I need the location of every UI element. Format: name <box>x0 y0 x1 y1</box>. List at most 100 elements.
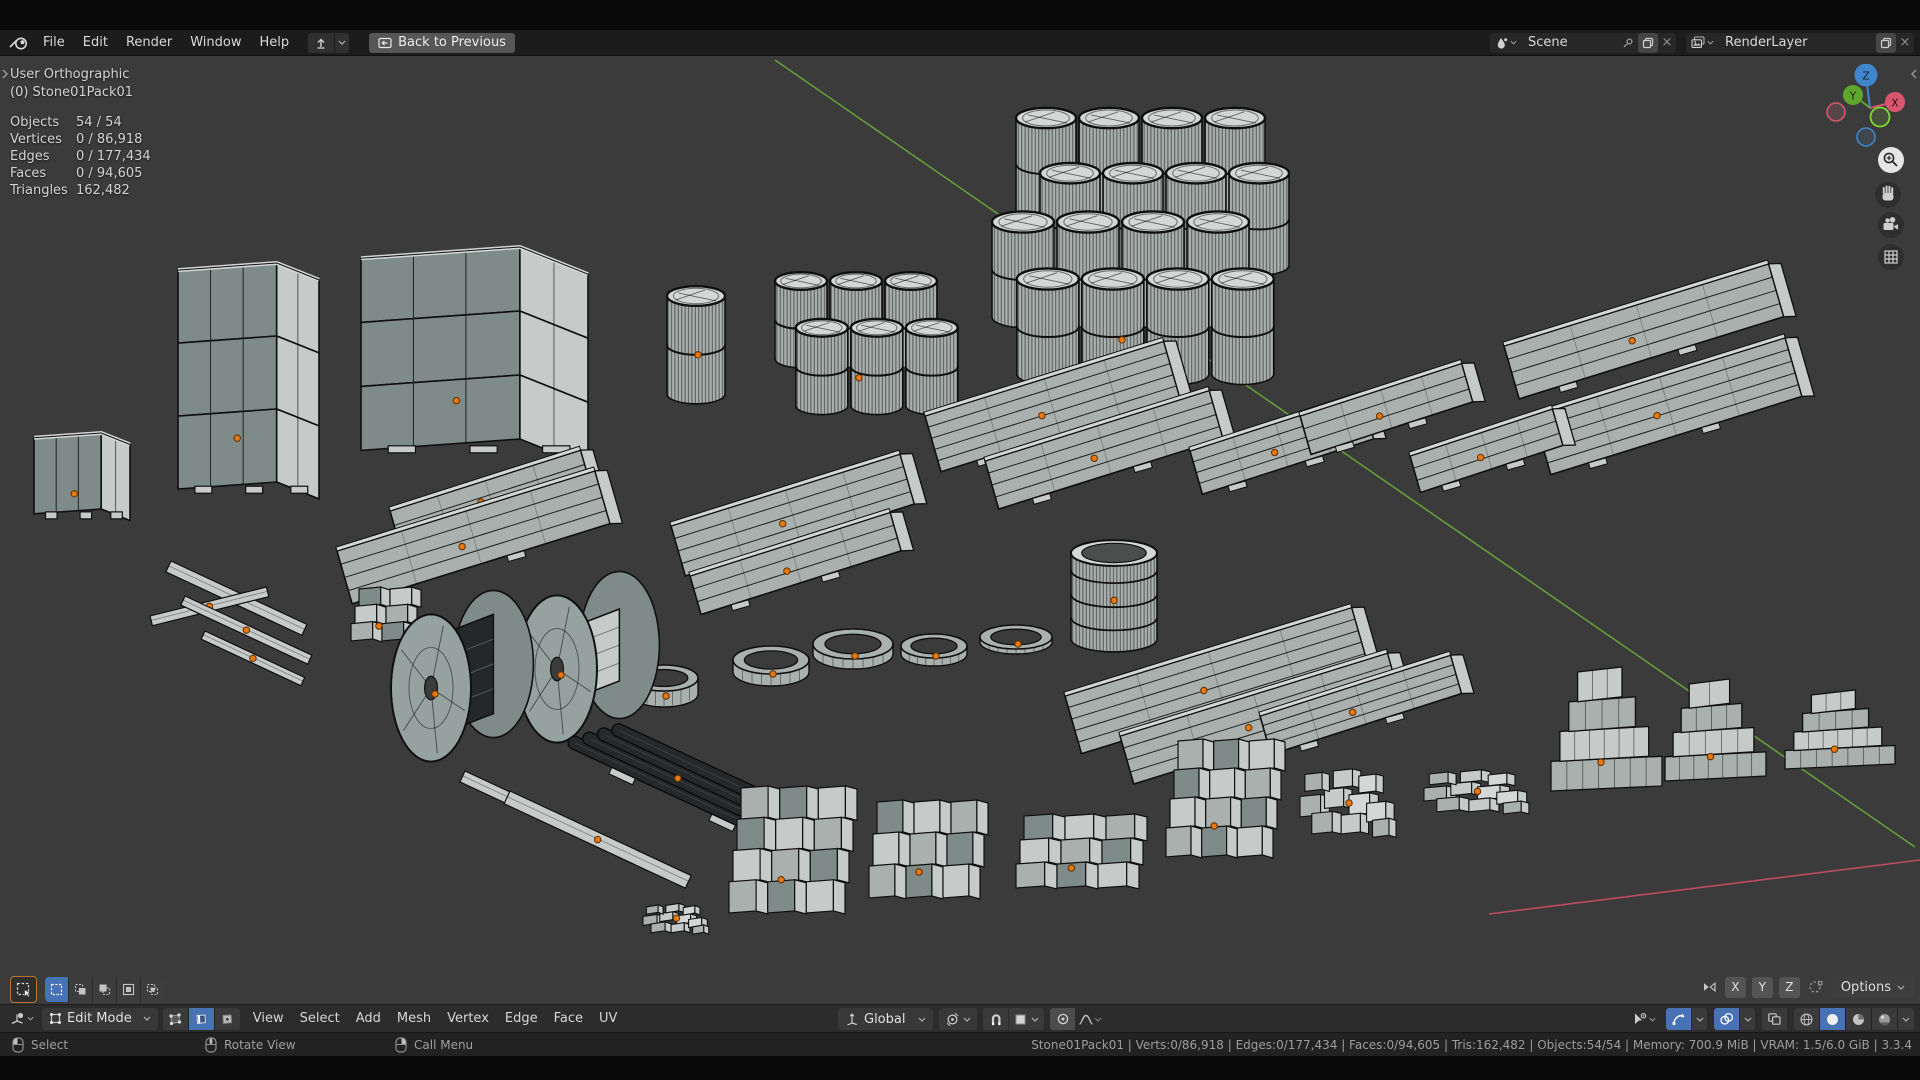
perspective-toggle-button[interactable] <box>1878 244 1904 270</box>
scene-object-ring[interactable] <box>900 633 968 667</box>
scene-object-ring[interactable] <box>812 628 894 670</box>
view-layer-new-button[interactable] <box>1876 32 1896 53</box>
scene-object-plankstack[interactable] <box>1501 257 1798 404</box>
scene-object-barrelgroup[interactable] <box>990 210 1276 386</box>
gizmo-y-axis[interactable] <box>1843 85 1863 105</box>
topology-mirror-icon[interactable] <box>1806 977 1826 998</box>
gizmo-z-axis[interactable] <box>1854 64 1878 87</box>
topbar-menu-render[interactable]: Render <box>125 35 173 50</box>
scene-object-spool[interactable] <box>390 589 535 763</box>
scene-object-brickpile[interactable] <box>1423 769 1530 815</box>
snap-target-dropdown[interactable] <box>1009 1008 1045 1030</box>
scene-object-brickstack[interactable] <box>350 586 422 643</box>
scene-object-brickstack[interactable] <box>1165 738 1286 859</box>
header-menu-edge[interactable]: Edge <box>504 1011 538 1026</box>
shading-rendered-button[interactable] <box>1872 1008 1897 1030</box>
gizmo-x-axis[interactable] <box>1885 92 1905 112</box>
scene-object-beam[interactable] <box>179 595 313 666</box>
topbar-menu-edit[interactable]: Edit <box>82 35 108 50</box>
header-menu-view[interactable]: View <box>252 1011 284 1026</box>
scene-object-spool[interactable] <box>516 570 661 744</box>
blender-logo-icon[interactable] <box>8 35 30 51</box>
view-layer-remove-button[interactable]: × <box>1899 35 1911 50</box>
proportional-falloff-dropdown[interactable] <box>1076 1008 1104 1030</box>
scene-object-cratestack[interactable] <box>177 260 320 501</box>
scene-unlink-button[interactable]: × <box>1661 35 1673 50</box>
scene-object-pyramid[interactable] <box>1550 666 1663 792</box>
scene-object-pyramid[interactable] <box>1784 689 1896 770</box>
vertex-select-button[interactable] <box>162 1007 188 1030</box>
back-to-previous-button[interactable]: Back to Previous <box>369 32 515 53</box>
shading-dropdown[interactable] <box>1898 1008 1914 1030</box>
scene-new-button[interactable] <box>1638 32 1658 53</box>
scene-name[interactable]: Scene <box>1528 35 1568 50</box>
options-dropdown[interactable]: Options <box>1831 976 1914 998</box>
select-set-button[interactable] <box>45 977 68 1002</box>
maximize-dropdown[interactable] <box>334 32 350 53</box>
axis-gizmo[interactable]: Z Y X <box>1826 64 1905 147</box>
select-intersect-button[interactable] <box>141 977 164 1002</box>
face-select-button[interactable] <box>214 1007 240 1030</box>
scene-object-ring[interactable] <box>732 645 810 687</box>
gizmo-minus-x-axis[interactable] <box>1826 102 1846 122</box>
scene-object-barrel[interactable] <box>665 284 727 405</box>
proportional-edit-toggle[interactable] <box>1050 1008 1076 1030</box>
object-visibility-dropdown[interactable] <box>1629 1012 1659 1027</box>
view-layer-browse-button[interactable] <box>1686 36 1717 49</box>
header-menu-face[interactable]: Face <box>553 1011 584 1026</box>
scene-object-plankstack[interactable] <box>1062 600 1383 758</box>
gizmos-dropdown[interactable] <box>1692 1008 1707 1030</box>
toolbar-expand-arrow[interactable] <box>1 68 9 84</box>
shading-material-button[interactable] <box>1846 1008 1871 1030</box>
header-menu-add[interactable]: Add <box>355 1011 381 1026</box>
editor-maximize-button[interactable] <box>308 32 335 53</box>
scene-object-ring[interactable] <box>979 624 1053 655</box>
select-box-tool-button[interactable] <box>10 976 37 1003</box>
show-gizmos-toggle[interactable] <box>1666 1008 1691 1030</box>
snap-toggle-button[interactable] <box>983 1008 1009 1030</box>
select-subtract-button[interactable] <box>93 977 116 1002</box>
scene-object-pipepile[interactable] <box>563 707 793 850</box>
scene-object-cratestack[interactable] <box>33 430 131 522</box>
select-extend-button[interactable] <box>69 977 92 1002</box>
camera-view-button[interactable] <box>1878 212 1904 238</box>
select-invert-button[interactable] <box>117 977 140 1002</box>
scene-pin-button[interactable] <box>1618 33 1638 53</box>
scene-object-brickpile[interactable] <box>1299 768 1397 839</box>
scene-object-barrelgroup[interactable] <box>773 270 959 416</box>
header-menu-vertex[interactable]: Vertex <box>447 1011 489 1026</box>
scene-object-cyltower[interactable] <box>1070 539 1158 653</box>
zoom-view-button[interactable] <box>1878 147 1904 173</box>
scene-object-plankstack[interactable] <box>1297 356 1487 459</box>
navigation-gizmo[interactable]: Z Y X <box>1798 64 1910 276</box>
scene-object-plankstack[interactable] <box>1407 402 1577 498</box>
scene-object-plankstack[interactable] <box>1531 331 1816 480</box>
scene-object-plankstack[interactable] <box>334 464 624 609</box>
scene-object-beam[interactable] <box>503 790 693 890</box>
shading-wireframe-button[interactable] <box>1794 1008 1819 1030</box>
viewport-3d[interactable]: User Orthographic (0) Stone01Pack01 Obje… <box>0 56 1920 1004</box>
editor-type-button[interactable] <box>6 1010 37 1027</box>
mirror-x-button[interactable]: X <box>1724 976 1746 998</box>
scene-object-brickstack[interactable] <box>868 799 989 900</box>
scene-object-pyramid[interactable] <box>1664 678 1767 782</box>
topbar-menu-file[interactable]: File <box>43 35 65 50</box>
header-menu-uv[interactable]: UV <box>599 1011 618 1026</box>
header-menu-select[interactable]: Select <box>299 1011 340 1026</box>
edge-select-button[interactable] <box>188 1007 214 1030</box>
scene-object-plankstack[interactable] <box>1257 648 1476 759</box>
pan-view-button[interactable] <box>1875 182 1901 208</box>
scene-object-plankstack[interactable] <box>687 505 916 619</box>
viewport-canvas[interactable] <box>0 56 1920 1004</box>
scene-object-brickstack[interactable] <box>728 785 858 915</box>
mode-dropdown[interactable]: Edit Mode <box>42 1007 158 1030</box>
mirror-z-button[interactable]: Z <box>1778 976 1800 998</box>
scene-browse-button[interactable] <box>1490 36 1520 50</box>
show-overlays-toggle[interactable] <box>1714 1008 1739 1030</box>
mirror-y-button[interactable]: Y <box>1751 976 1773 998</box>
scene-object-cratestack[interactable] <box>360 244 589 468</box>
scene-object-brickpile[interactable] <box>642 902 710 936</box>
gizmo-minus-z-axis[interactable] <box>1856 127 1876 147</box>
pivot-point-dropdown[interactable] <box>939 1008 978 1030</box>
overlays-dropdown[interactable] <box>1740 1008 1755 1030</box>
